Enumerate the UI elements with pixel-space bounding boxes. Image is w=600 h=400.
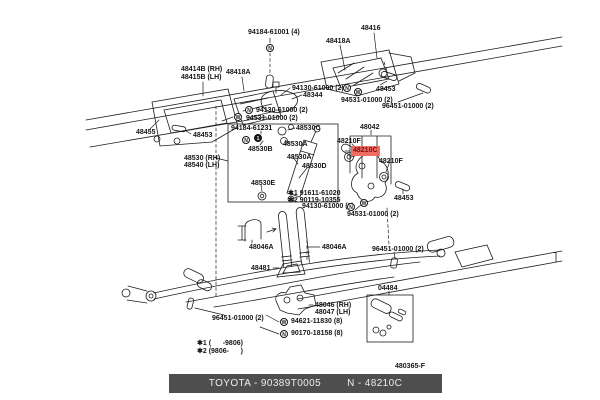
part-label[interactable]: ✱2 90119-10355 bbox=[288, 197, 341, 204]
bracket-48418a-left bbox=[233, 90, 282, 126]
part-label[interactable]: 48455 bbox=[136, 129, 156, 136]
bracket-48046 bbox=[275, 284, 317, 316]
fastener-badge: W bbox=[354, 88, 362, 96]
part-label[interactable]: 96451-01000 (2) bbox=[382, 103, 434, 110]
selected-part-label[interactable]: 48210C bbox=[351, 146, 380, 156]
part-label[interactable]: 94184-61231 bbox=[231, 125, 273, 132]
sheet-code: 480365-F bbox=[395, 363, 425, 370]
part-label[interactable]: 90170-18158 (8) bbox=[291, 330, 343, 337]
part-label[interactable]: 94531-01000 (2) bbox=[246, 115, 298, 122]
part-label[interactable]: 48530A bbox=[283, 141, 308, 148]
part-label[interactable]: 48344 bbox=[303, 92, 323, 99]
part-label[interactable]: 94130-61000 (2) bbox=[256, 107, 308, 114]
part-label[interactable]: 48530D bbox=[302, 163, 327, 170]
fastener-badge: W bbox=[234, 113, 242, 121]
fastener-badge: N bbox=[242, 136, 250, 144]
fastener-badge: N bbox=[245, 106, 253, 114]
part-label[interactable]: 48418A bbox=[326, 38, 351, 45]
part-label[interactable]: 48530E bbox=[251, 180, 276, 187]
shock-absorber-group bbox=[227, 123, 339, 203]
part-label[interactable]: 48530 (RH) bbox=[184, 155, 221, 162]
catalog-code: TOYOTA - 90389T0005 bbox=[208, 378, 322, 389]
part-label[interactable]: 94621-11830 (8) bbox=[291, 318, 343, 325]
part-label[interactable]: 48481 bbox=[251, 265, 271, 272]
part-label[interactable]: ✱1 91611-61020 bbox=[288, 190, 341, 197]
part-label[interactable]: 48415B (LH) bbox=[181, 74, 222, 81]
part-label[interactable]: 94130-61000 (2) bbox=[292, 85, 344, 92]
frame-rails bbox=[85, 36, 563, 310]
part-label[interactable]: 48210F bbox=[337, 138, 361, 145]
part-label[interactable]: 94130-61000 (2) bbox=[302, 203, 354, 210]
part-label[interactable]: 96451-01000 (2) bbox=[372, 246, 424, 253]
u-bolts bbox=[237, 207, 311, 268]
part-label[interactable]: 48418A bbox=[226, 69, 251, 76]
fastener-badge: N bbox=[266, 44, 274, 52]
part-label[interactable]: 48046A bbox=[249, 244, 274, 251]
fastener-badge: W bbox=[280, 318, 288, 326]
footer-bar: TOYOTA - 90389T0005 N - 48210C bbox=[169, 374, 442, 393]
fastener-badge: N bbox=[280, 330, 288, 338]
bumper-48481 bbox=[276, 260, 306, 278]
part-label[interactable]: 48042 bbox=[360, 124, 380, 131]
part-label[interactable]: ✱1 ( -9806) bbox=[197, 340, 243, 347]
part-label[interactable]: 48046 (RH) bbox=[315, 302, 352, 309]
part-label[interactable]: 48414B (RH) bbox=[181, 66, 223, 73]
fastener-badge: 1 bbox=[254, 134, 262, 142]
fastener-badge: N bbox=[347, 203, 355, 211]
selected-part-ref: N - 48210C bbox=[347, 378, 403, 389]
hidden-lines bbox=[215, 52, 390, 299]
part-label[interactable]: 48453 bbox=[376, 86, 396, 93]
part-label[interactable]: 94531-01000 (2) bbox=[341, 97, 393, 104]
part-label[interactable]: 48540 (LH) bbox=[184, 162, 220, 169]
part-label[interactable]: ✱2 (9806- ) bbox=[197, 348, 243, 355]
part-label[interactable]: 48047 (LH) bbox=[315, 309, 351, 316]
part-label[interactable]: 48046A bbox=[322, 244, 347, 251]
fastener-badge: N bbox=[343, 84, 351, 92]
part-label[interactable]: 48530A bbox=[287, 154, 312, 161]
part-label[interactable]: 04484 bbox=[378, 285, 398, 292]
part-label[interactable]: 48210F bbox=[379, 158, 403, 165]
fastener-badge: W bbox=[360, 199, 368, 207]
part-label[interactable]: 48453 bbox=[394, 195, 414, 202]
fasteners bbox=[171, 71, 431, 310]
bracket-48414b bbox=[151, 88, 239, 147]
part-label[interactable]: 94531-01000 (2) bbox=[347, 211, 399, 218]
part-label[interactable]: 94184-61001 (4) bbox=[248, 29, 300, 36]
part-label[interactable]: 96451-01000 (2) bbox=[212, 315, 264, 322]
part-label[interactable]: 48530B bbox=[248, 146, 273, 153]
kit-box-04484 bbox=[366, 294, 414, 343]
part-label[interactable]: 48530C bbox=[296, 125, 321, 132]
part-label[interactable]: 48416 bbox=[361, 25, 381, 32]
part-label[interactable]: 48453 bbox=[193, 132, 213, 139]
